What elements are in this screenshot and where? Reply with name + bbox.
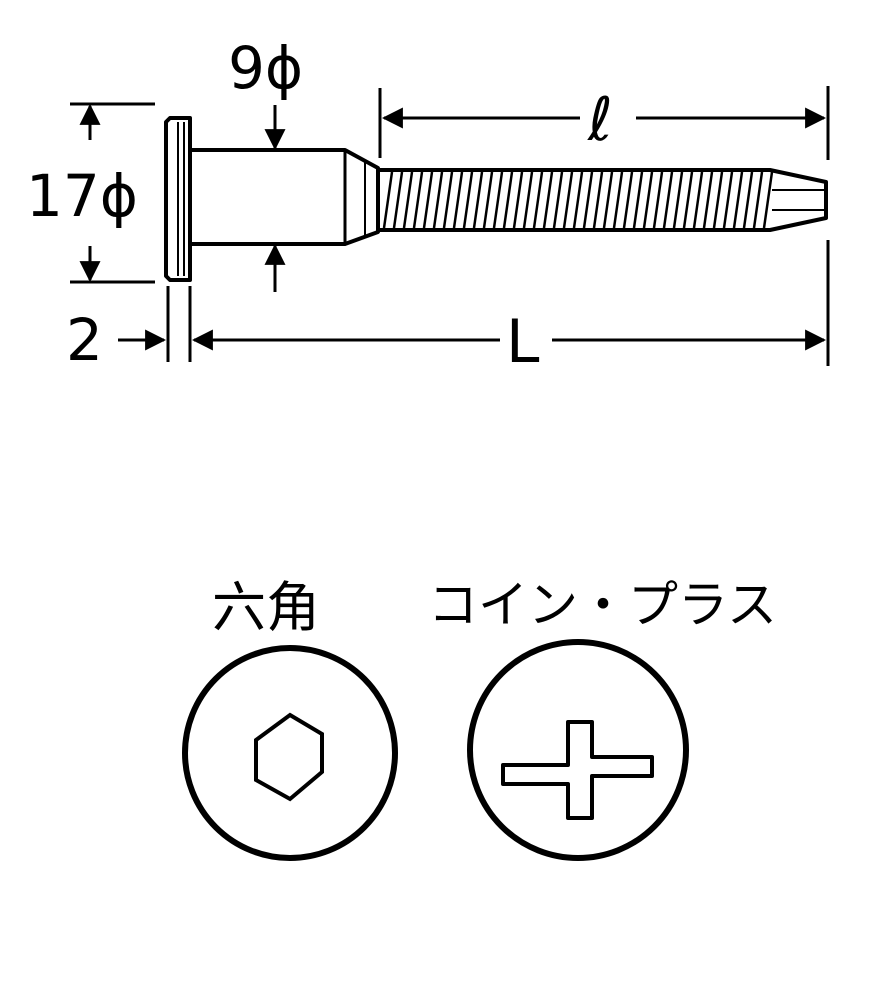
shank-diameter-label: 9ϕ (228, 34, 303, 102)
head-diameter-label: 17ϕ (26, 162, 138, 230)
hex-socket-icon (182, 645, 398, 861)
screw-thread (378, 168, 828, 232)
head-thickness-label: 2 (66, 306, 103, 374)
thread-lines (382, 171, 774, 229)
overall-length-label: L (506, 307, 540, 377)
screw-side-view (164, 116, 828, 282)
dimension-lines (70, 86, 830, 366)
hex-head-label: 六角 (212, 576, 320, 639)
screw-shank (190, 148, 380, 246)
coin-plus-icon (467, 639, 689, 861)
coin-plus-head-label: コイン・プラス (428, 576, 777, 634)
screw-head (164, 116, 192, 282)
thread-length-label: ℓ (587, 85, 613, 155)
